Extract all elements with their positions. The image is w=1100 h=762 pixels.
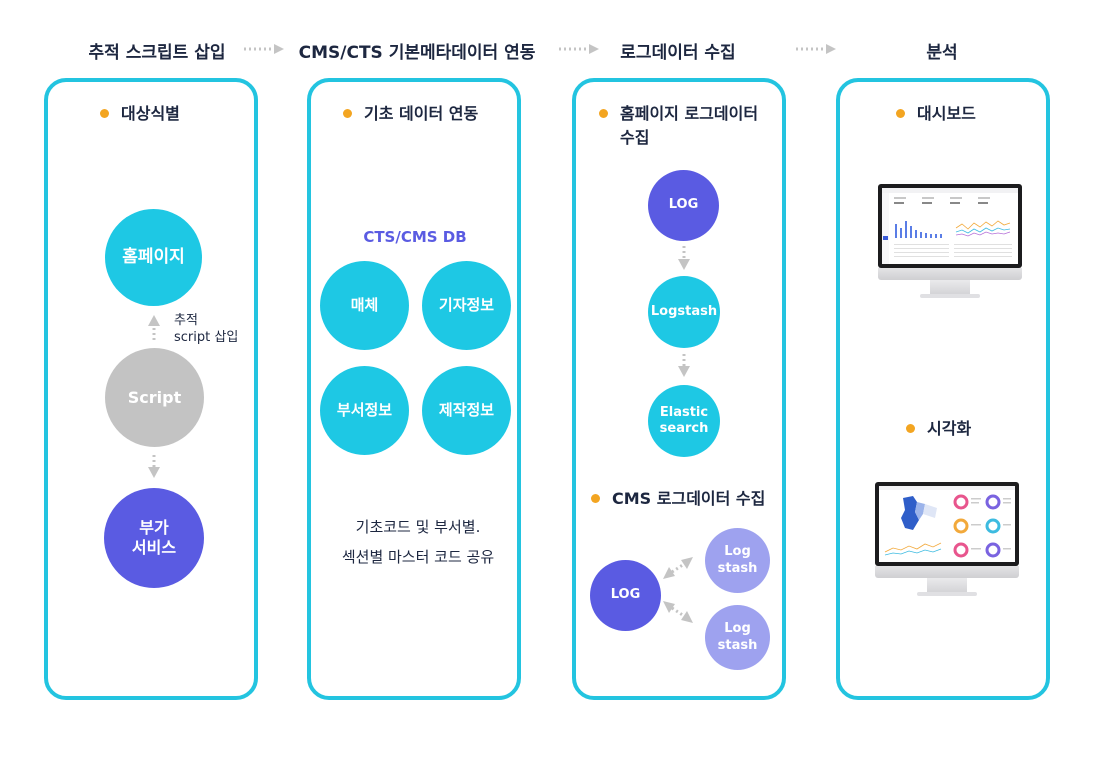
step-title-analysis: 분석 bbox=[926, 43, 958, 63]
bullet-base-data: 기초 데이터 연동 bbox=[343, 102, 478, 126]
bullet-dot-icon bbox=[591, 494, 600, 503]
bullet-label: 시각화 bbox=[927, 419, 972, 438]
bullet-homepage-log: 홈페이지 로그데이터 수집 bbox=[599, 102, 758, 150]
arrow-head-icon bbox=[663, 567, 675, 579]
bullet-visualization: 시각화 bbox=[906, 417, 971, 441]
node-logstash-upper: Log stash bbox=[705, 528, 770, 593]
bullet-cms-log: CMS 로그데이터 수집 bbox=[591, 487, 765, 511]
node-homepage: 홈페이지 bbox=[105, 209, 202, 306]
note-script-insert: 추적 script 삽입 bbox=[174, 313, 239, 345]
node-elasticsearch: Elastic search bbox=[648, 385, 720, 457]
arrow-head-down-icon bbox=[148, 467, 160, 478]
bullet-dashboard: 대시보드 bbox=[896, 102, 976, 126]
arrow-head-icon bbox=[663, 601, 675, 613]
bullet-dot-icon bbox=[599, 109, 608, 118]
node-reporter-info: 기자정보 bbox=[422, 261, 511, 350]
bullet-dot-icon bbox=[100, 109, 109, 118]
db-label: CTS/CMS DB bbox=[363, 228, 467, 246]
node-department-info: 부서정보 bbox=[320, 366, 409, 455]
node-production-info: 제작정보 bbox=[422, 366, 511, 455]
node-script: Script bbox=[105, 348, 204, 447]
panel-analysis bbox=[836, 78, 1050, 700]
step-arrow-icon bbox=[796, 44, 836, 54]
step-arrow-icon bbox=[244, 44, 284, 54]
arrow-head-up-icon bbox=[148, 315, 160, 326]
step-title-tracking: 추적 스크립트 삽입 bbox=[88, 43, 226, 63]
node-additional-service: 부가 서비스 bbox=[104, 488, 204, 588]
arrow-head-down-icon bbox=[678, 366, 690, 377]
bullet-dot-icon bbox=[906, 424, 915, 433]
step-title-log-collection: 로그데이터 수집 bbox=[620, 43, 736, 63]
node-logstash-lower: Log stash bbox=[705, 605, 770, 670]
bullet-label: 대시보드 bbox=[917, 104, 976, 123]
arrow-head-down-icon bbox=[678, 259, 690, 270]
node-logstash: Logstash bbox=[648, 276, 720, 348]
bullet-label: CMS 로그데이터 수집 bbox=[612, 489, 766, 508]
bullet-label: 대상식별 bbox=[121, 104, 180, 123]
arrow-head-icon bbox=[681, 611, 693, 623]
bullet-dot-icon bbox=[896, 109, 905, 118]
bullet-dot-icon bbox=[343, 109, 352, 118]
dashboard-monitor-image bbox=[878, 184, 1022, 304]
arrow-head-icon bbox=[681, 557, 693, 569]
bullet-label: 홈페이지 로그데이터 수집 bbox=[620, 104, 759, 147]
step-title-metadata: CMS/CTS 기본메타데이터 연동 bbox=[298, 43, 536, 63]
bullet-target-identification: 대상식별 bbox=[100, 102, 180, 126]
node-media: 매체 bbox=[320, 261, 409, 350]
arrow-log-to-logstash-upper bbox=[671, 562, 685, 574]
base-data-description: 기초코드 및 부서별. 섹션별 마스터 코드 공유 bbox=[311, 512, 525, 572]
description-line: 섹션별 마스터 코드 공유 bbox=[341, 548, 495, 566]
node-log: LOG bbox=[648, 170, 719, 241]
arrow-log-to-logstash-lower bbox=[671, 606, 685, 618]
step-arrow-icon bbox=[559, 44, 599, 54]
bullet-label: 기초 데이터 연동 bbox=[364, 104, 479, 123]
node-cms-log: LOG bbox=[590, 560, 661, 631]
visualization-monitor-image bbox=[875, 482, 1019, 602]
description-line: 기초코드 및 부서별. bbox=[355, 518, 481, 536]
